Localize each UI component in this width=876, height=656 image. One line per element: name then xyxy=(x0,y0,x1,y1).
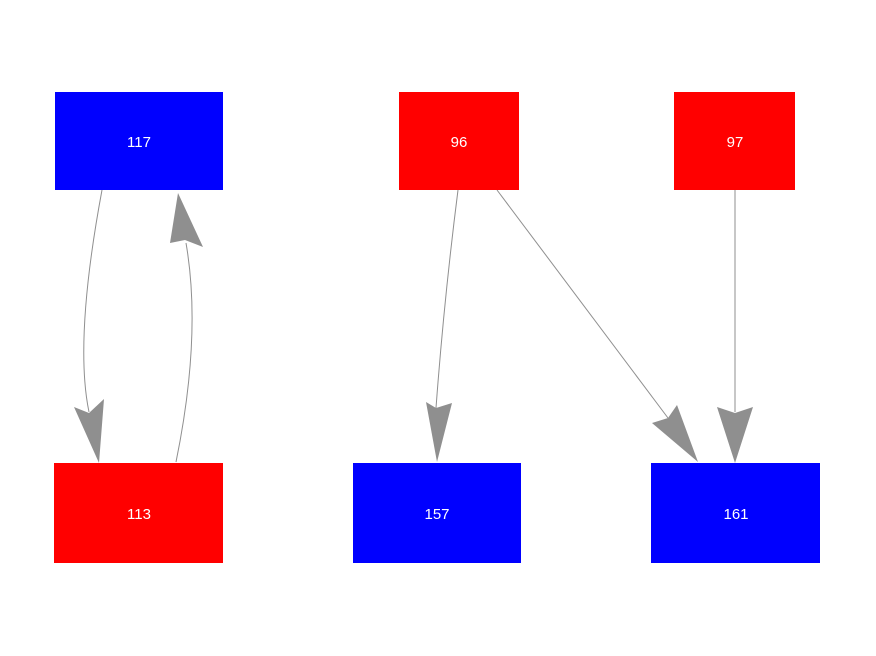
edge-113-117-line xyxy=(175,242,193,463)
edge-117-113-line xyxy=(83,189,103,413)
node-97-box xyxy=(674,92,795,190)
edge-97-161 xyxy=(717,190,753,463)
edge-113-117-arrowhead-icon xyxy=(170,193,203,247)
edge-96-157 xyxy=(426,189,459,462)
edge-117-113-arrowhead-icon xyxy=(74,399,104,463)
node-117: 117 xyxy=(55,92,223,190)
node-96-label: 96 xyxy=(451,134,468,151)
edge-97-161-arrowhead-icon xyxy=(717,407,753,463)
node-113: 113 xyxy=(54,463,223,563)
node-161-label: 161 xyxy=(723,506,748,523)
edge-96-161 xyxy=(496,189,698,462)
node-117-box xyxy=(55,92,223,190)
node-161-box xyxy=(651,463,820,563)
edge-117-113 xyxy=(74,189,104,463)
edge-113-117 xyxy=(170,193,203,463)
node-97-label: 97 xyxy=(727,134,744,151)
node-117-label: 117 xyxy=(127,134,151,151)
node-113-label: 113 xyxy=(127,506,151,523)
edge-96-161-arrowhead-icon xyxy=(652,405,698,462)
node-157: 157 xyxy=(353,463,521,563)
node-97: 97 xyxy=(674,92,795,190)
edge-96-157-arrowhead-icon xyxy=(426,402,452,462)
node-157-label: 157 xyxy=(424,506,449,523)
node-161: 161 xyxy=(651,463,820,563)
node-96: 96 xyxy=(399,92,519,190)
node-96-box xyxy=(399,92,519,190)
node-113-box xyxy=(54,463,223,563)
edge-96-161-line xyxy=(496,189,669,419)
node-157-box xyxy=(353,463,521,563)
edge-96-157-line xyxy=(435,189,459,409)
